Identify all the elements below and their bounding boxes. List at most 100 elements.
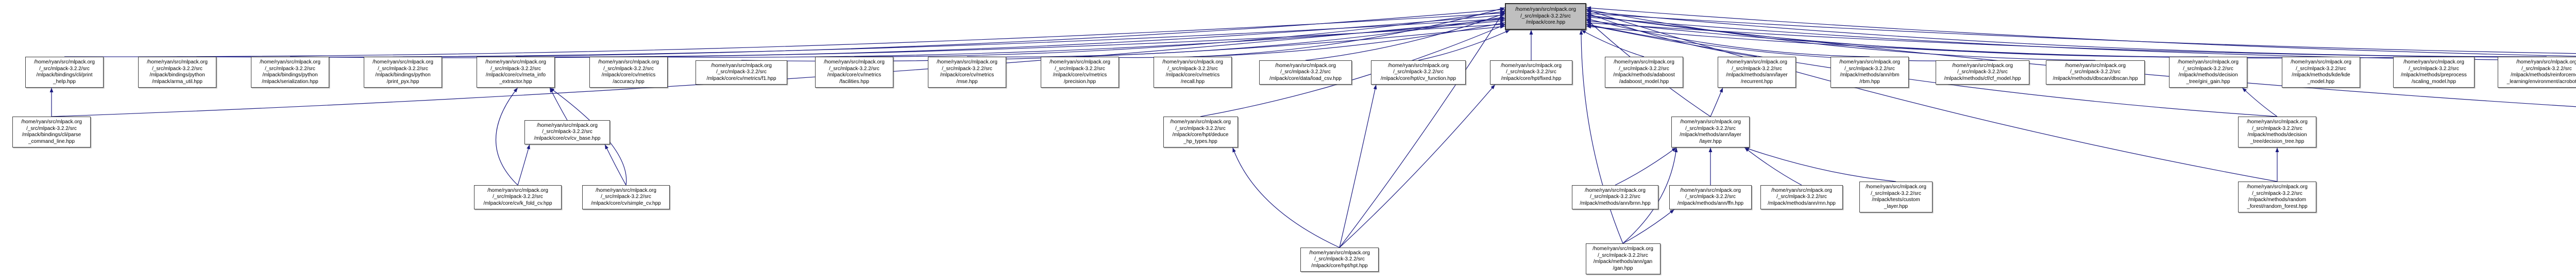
node-path-line: /home/ryan/src/mlpack.org <box>711 62 772 69</box>
graph-node-precision[interactable]: /home/ryan/src/mlpack.org/_src/mlpack-3.… <box>1041 57 1119 88</box>
node-path-line: /home/ryan/src/mlpack.org <box>598 59 659 65</box>
node-path-line: /mlpack/core/cv/meta_info <box>485 72 546 78</box>
graph-node-gini-gain[interactable]: /home/ryan/src/mlpack.org/_src/mlpack-3.… <box>2169 57 2247 88</box>
graph-node-rnn[interactable]: /home/ryan/src/mlpack.org/_src/mlpack-3.… <box>1760 185 1843 209</box>
graph-node-hpt[interactable]: /home/ryan/src/mlpack.org/_src/mlpack-3.… <box>1300 248 1379 272</box>
graph-node-ann-layer[interactable]: /home/ryan/src/mlpack.org/_src/mlpack-3.… <box>1671 117 1750 147</box>
node-path-line: /_src/mlpack-3.2.2/src <box>26 125 77 132</box>
edge-arrowhead <box>1586 19 1591 24</box>
node-path-line: /mlpack/methods/reinforcement <box>2511 72 2576 78</box>
graph-node-mse[interactable]: /home/ryan/src/mlpack.org/_src/mlpack-3.… <box>928 57 1006 88</box>
node-path-line: /_src/mlpack-3.2.2/src <box>2070 69 2121 75</box>
edge-arrowhead <box>1500 18 1505 22</box>
graph-node-k-fold-cv[interactable]: /home/ryan/src/mlpack.org/_src/mlpack-3.… <box>474 185 562 209</box>
edge-hpt-to-cv_function <box>1339 84 1377 248</box>
graph-node-deduce-hp-types[interactable]: /home/ryan/src/mlpack.org/_src/mlpack-3.… <box>1163 117 1238 147</box>
node-path-line: /home/ryan/src/mlpack.org <box>1501 62 1562 69</box>
node-path-line: /_src/mlpack-3.2.2/src <box>1506 69 1556 75</box>
node-path-line: /_src/mlpack-3.2.2/src <box>2296 65 2346 72</box>
node-path-line: /mse.hpp <box>956 78 978 85</box>
edge-arrowhead <box>1581 30 1586 34</box>
edge-arrowhead <box>1744 147 1750 151</box>
edge-arrowhead <box>1579 30 1583 35</box>
graph-node-arma-util[interactable]: /home/ryan/src/mlpack.org/_src/mlpack-3.… <box>138 57 216 88</box>
graph-node-parse-command-line[interactable]: /home/ryan/src/mlpack.org/_src/mlpack-3.… <box>12 117 91 147</box>
node-path-line: /mlpack/bindings/cli/print <box>36 72 93 78</box>
graph-node-recurrent[interactable]: /home/ryan/src/mlpack.org/_src/mlpack-3.… <box>1718 57 1796 88</box>
graph-node-cv-function[interactable]: /home/ryan/src/mlpack.org/_src/mlpack-3.… <box>1371 60 1466 85</box>
node-path-line: /mlpack/core/cv/metrics <box>827 72 882 78</box>
node-path-line: /_src/mlpack-3.2.2/src <box>1393 69 1444 75</box>
edge-test_tools-to-root <box>1586 7 2576 57</box>
node-path-line: /home/ryan/src/mlpack.org <box>1680 187 1741 193</box>
edge-arrowhead <box>1586 6 1591 10</box>
graph-node-print-help[interactable]: /home/ryan/src/mlpack.org/_src/mlpack-3.… <box>25 57 104 88</box>
edge-simple_cv-to-cv_base <box>604 144 626 186</box>
node-path-line: /mlpack/methods/ann/layer <box>1726 72 1788 78</box>
graph-node-rbm[interactable]: /home/ryan/src/mlpack.org/_src/mlpack-3.… <box>1831 57 1909 88</box>
graph-node-simple-cv[interactable]: /home/ryan/src/mlpack.org/_src/mlpack-3.… <box>582 185 670 209</box>
node-path-line: /home/ryan/src/mlpack.org <box>1592 246 1653 252</box>
edge-gan-to-root <box>1581 29 1623 244</box>
node-path-line: /mlpack/methods/cf/cf_model.hpp <box>1944 75 2021 81</box>
edge-arrowhead <box>1586 12 1591 15</box>
node-path-line: /mlpack/serialization.hpp <box>262 78 318 85</box>
node-path-line: /mlpack/core/hpt/cv_function.hpp <box>1380 75 1456 81</box>
node-path-line: /_src/mlpack-3.2.2/src <box>2252 190 2302 196</box>
edge-hpt-to-fixed <box>1339 84 1496 248</box>
node-path-line: /mlpack/arma_util.hpp <box>152 78 202 85</box>
node-path-line: /facilities.hpp <box>839 78 869 85</box>
node-path-line: /home/ryan/src/mlpack.org <box>2065 62 2126 69</box>
node-path-line: /home/ryan/src/mlpack.org <box>21 119 82 125</box>
graph-node-cf-model[interactable]: /home/ryan/src/mlpack.org/_src/mlpack-3.… <box>1936 60 2029 85</box>
node-path-line: /_src/mlpack-3.2.2/src <box>1280 69 1331 75</box>
graph-node-acrobot[interactable]: /home/ryan/src/mlpack.org/_src/mlpack-3.… <box>2498 57 2576 88</box>
edge-dbscan-to-root <box>1586 9 2096 61</box>
graph-node-adaboost-model[interactable]: /home/ryan/src/mlpack.org/_src/mlpack-3.… <box>1605 57 1683 88</box>
node-path-line: /mlpack/methods/dbscan/dbscan.hpp <box>2053 75 2138 81</box>
node-path-line: /_src/mlpack-3.2.2/src <box>1598 252 1648 258</box>
node-path-line: /mlpack/bindings/python <box>262 72 318 78</box>
graph-node-brnn[interactable]: /home/ryan/src/mlpack.org/_src/mlpack-3.… <box>1572 185 1658 209</box>
node-path-line: /mlpack/core/cv/metrics <box>940 72 994 78</box>
graph-node-fixed[interactable]: /home/ryan/src/mlpack.org/_src/mlpack-3.… <box>1490 60 1572 85</box>
graph-node-recall[interactable]: /home/ryan/src/mlpack.org/_src/mlpack-3.… <box>1154 57 1232 88</box>
edge-k_fold_cv-to-cv_base <box>517 144 530 186</box>
graph-node-f1[interactable]: /home/ryan/src/mlpack.org/_src/mlpack-3.… <box>696 60 787 85</box>
graph-node-cv-base[interactable]: /home/ryan/src/mlpack.org/_src/mlpack-3.… <box>524 120 610 144</box>
node-path-line: /_src/mlpack-3.2.2/src <box>1520 13 1571 19</box>
node-path-line: /home/ryan/src/mlpack.org <box>2178 59 2239 65</box>
node-path-line: /mlpack/core/cv/metrics <box>1165 72 1220 78</box>
node-path-line: /_src/mlpack-3.2.2/src <box>1055 65 1105 72</box>
node-path-line: /home/ryan/src/mlpack.org <box>1049 59 1110 65</box>
node-path-line: /_src/mlpack-3.2.2/src <box>2409 65 2459 72</box>
node-path-line: /home/ryan/src/mlpack.org <box>1726 59 1787 65</box>
edge-cf_model-to-root <box>1586 24 1983 61</box>
graph-node-dbscan[interactable]: /home/ryan/src/mlpack.org/_src/mlpack-3.… <box>2046 60 2145 85</box>
graph-node-meta-info-extractor[interactable]: /home/ryan/src/mlpack.org/_src/mlpack-3.… <box>477 57 555 88</box>
graph-node-py-serialization[interactable]: /home/ryan/src/mlpack.org/_src/mlpack-3.… <box>251 57 329 88</box>
edge-arrowhead <box>513 88 518 93</box>
graph-node-decision-tree[interactable]: /home/ryan/src/mlpack.org/_src/mlpack-3.… <box>2238 117 2316 147</box>
node-path-line: _hp_types.hpp <box>1183 138 1217 144</box>
graph-node-gan[interactable]: /home/ryan/src/mlpack.org/_src/mlpack-3.… <box>1585 243 1660 274</box>
node-path-line: /_src/mlpack-3.2.2/src <box>1844 65 1895 72</box>
edge-arrowhead <box>2242 88 2247 92</box>
graph-node-accuracy[interactable]: /home/ryan/src/mlpack.org/_src/mlpack-3.… <box>589 57 668 88</box>
node-path-line: /_src/mlpack-3.2.2/src <box>829 65 879 72</box>
graph-node-ffn[interactable]: /home/ryan/src/mlpack.org/_src/mlpack-3.… <box>1669 185 1752 209</box>
graph-node-print-pyx[interactable]: /home/ryan/src/mlpack.org/_src/mlpack-3.… <box>364 57 442 88</box>
graph-node-scaling-model[interactable]: /home/ryan/src/mlpack.org/_src/mlpack-3.… <box>2393 57 2475 88</box>
graph-node-load-csv[interactable]: /home/ryan/src/mlpack.org/_src/mlpack-3.… <box>1259 60 1352 85</box>
edge-hpt-to-deduce_hp_types <box>1232 147 1340 248</box>
edge-cv_function-to-root <box>1418 29 1511 61</box>
node-path-line: /home/ryan/src/mlpack.org <box>260 59 320 65</box>
graph-node-facilities[interactable]: /home/ryan/src/mlpack.org/_src/mlpack-3.… <box>815 57 893 88</box>
node-path-line: /_src/mlpack-3.2.2/src <box>542 129 592 135</box>
graph-node-custom-layer[interactable]: /home/ryan/src/mlpack.org/_src/mlpack-3.… <box>1859 182 1933 212</box>
graph-node-random-forest[interactable]: /home/ryan/src/mlpack.org/_src/mlpack-3.… <box>2238 182 2316 212</box>
edge-arrowhead <box>1586 14 1591 18</box>
node-path-line: /home/ryan/src/mlpack.org <box>2247 119 2308 125</box>
graph-node-kde-model[interactable]: /home/ryan/src/mlpack.org/_src/mlpack-3.… <box>2282 57 2360 88</box>
